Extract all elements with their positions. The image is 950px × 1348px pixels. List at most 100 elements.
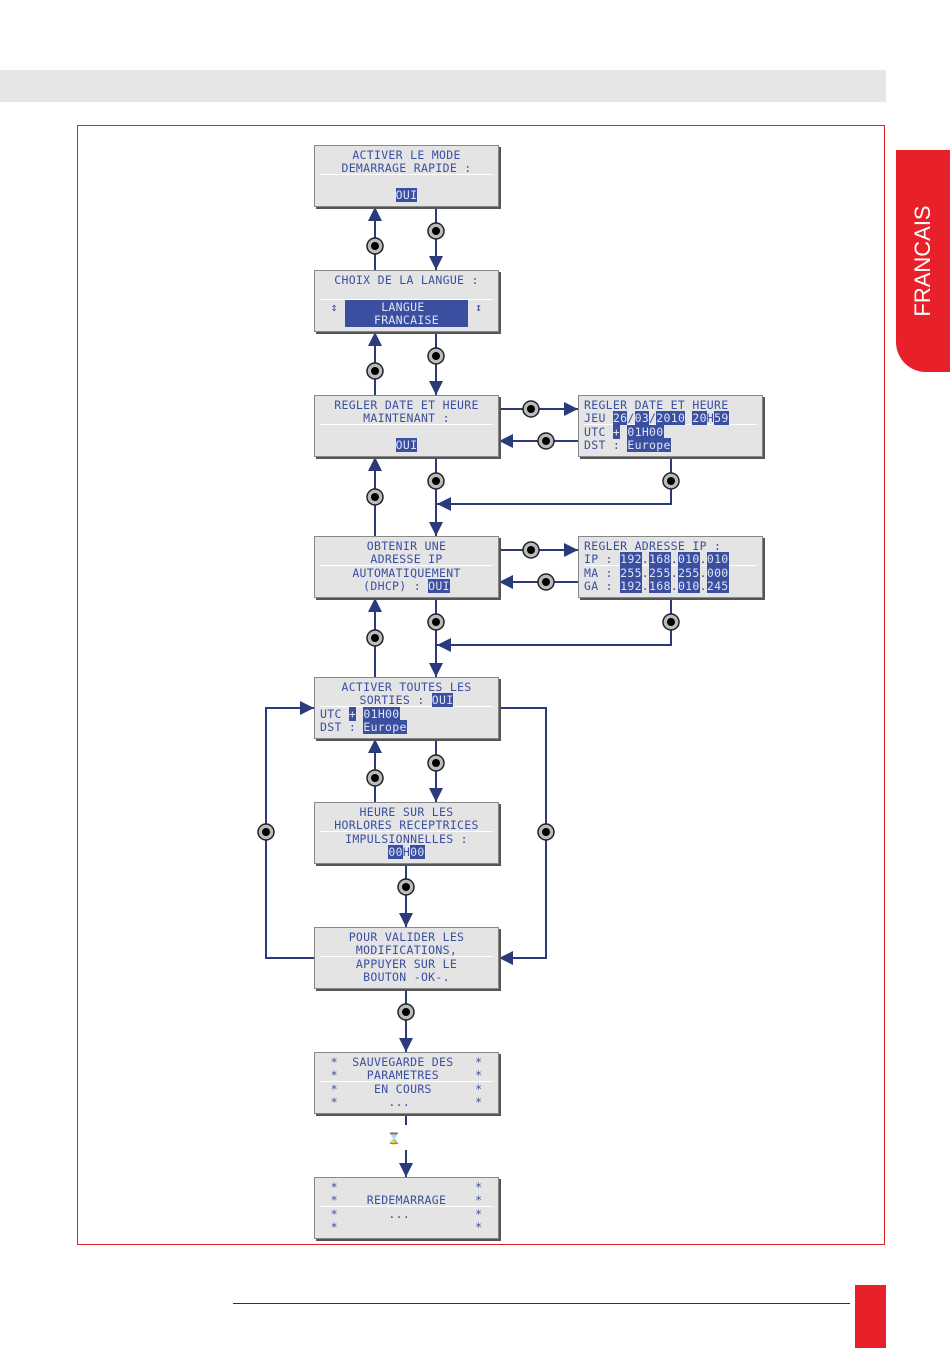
lcd-line: IP : 192.168.010.010 bbox=[584, 551, 757, 566]
lcd-line: DEMARRAGE RAPIDE : bbox=[320, 161, 493, 175]
button-press-dot bbox=[371, 367, 379, 375]
language-tab: FRANCAIS bbox=[896, 150, 950, 372]
arrowhead bbox=[437, 638, 451, 652]
lcd-text: . bbox=[641, 566, 650, 580]
button-press-dot bbox=[371, 242, 379, 250]
button-press-dot bbox=[432, 352, 440, 360]
lcd-text: * ... * bbox=[330, 1094, 483, 1109]
lcd-selected-value: 168 bbox=[649, 578, 671, 593]
button-press-dot bbox=[527, 546, 535, 554]
lcd-line: * EN COURS * bbox=[320, 1083, 493, 1096]
lcd-text: * SAUVEGARDE DES * bbox=[330, 1055, 483, 1069]
lcd-selected-value: 192 bbox=[620, 551, 642, 566]
lcd-selected-value: 010 bbox=[677, 551, 700, 566]
lcd-text: . bbox=[641, 551, 650, 566]
lcd-text: (DHCP) : bbox=[363, 578, 429, 593]
header-bar bbox=[0, 70, 886, 102]
lcd-text: . bbox=[641, 578, 650, 593]
arrowhead bbox=[499, 951, 513, 965]
lcd-line: * * bbox=[320, 1181, 493, 1194]
footer-rule bbox=[233, 1303, 850, 1304]
page-marker bbox=[855, 1285, 886, 1348]
connector-line bbox=[436, 598, 672, 646]
lcd-line: POUR VALIDER LES bbox=[320, 931, 493, 944]
button-press-dot bbox=[527, 405, 535, 413]
button-press-dot bbox=[402, 1008, 410, 1016]
arrowhead bbox=[300, 701, 314, 715]
lcd-line: OUI bbox=[320, 187, 493, 202]
lcd-text: . bbox=[699, 551, 707, 566]
lcd-text: AUTOMATIQUEMENT bbox=[352, 566, 461, 580]
lcd-text: MAINTENANT : bbox=[363, 410, 450, 425]
lcd-text: JEU bbox=[584, 410, 613, 425]
lcd-line: HEURE SUR LES bbox=[320, 806, 493, 819]
lcd-screen-restart: * ** REDEMARRAGE ** ... ** * bbox=[314, 1177, 499, 1239]
lcd-selected-value: 26 bbox=[612, 410, 628, 425]
lcd-text: * REDEMARRAGE * bbox=[330, 1192, 483, 1207]
lcd-line: * ... * bbox=[320, 1208, 493, 1221]
lcd-line bbox=[320, 426, 493, 439]
arrowhead bbox=[399, 913, 413, 927]
button-press-dot bbox=[432, 227, 440, 235]
lcd-text: BOUTON -OK-. bbox=[363, 969, 450, 984]
lcd-line: UTC + 01H00 bbox=[320, 707, 493, 721]
lcd-selected-value: 010 bbox=[706, 551, 729, 566]
lcd-line: * * bbox=[320, 1219, 493, 1234]
lcd-text: REGLER DATE ET HEURE bbox=[584, 398, 729, 412]
lcd-text: * * bbox=[330, 1180, 483, 1194]
lcd-line: IMPULSIONNELLES : bbox=[320, 833, 493, 846]
arrowhead bbox=[564, 543, 578, 557]
lcd-text: H bbox=[706, 410, 715, 425]
button-press-dot bbox=[667, 477, 675, 485]
lcd-line: OUI bbox=[320, 437, 493, 452]
lcd-line: GA : 192.168.010.245 bbox=[584, 578, 757, 593]
lcd-selected-value: + bbox=[348, 707, 357, 721]
arrowhead bbox=[368, 739, 382, 753]
lcd-line bbox=[320, 287, 493, 300]
lcd-selected-value: 168 bbox=[649, 551, 671, 566]
lcd-selected-value: 20 bbox=[692, 410, 707, 425]
lcd-line: * SAUVEGARDE DES * bbox=[320, 1056, 493, 1069]
arrowhead bbox=[429, 788, 443, 802]
lcd-text: . bbox=[670, 578, 678, 593]
lcd-line bbox=[320, 176, 493, 189]
arrowhead bbox=[399, 1038, 413, 1052]
lcd-selected-value: 192 bbox=[620, 578, 642, 593]
arrowhead bbox=[368, 457, 382, 471]
lcd-text: HORLORES RECEPTRICES bbox=[334, 817, 479, 832]
lcd-text: * EN COURS * bbox=[330, 1082, 483, 1096]
lcd-selected-value: 255 bbox=[620, 566, 642, 580]
lcd-selected-value: 01H00 bbox=[363, 707, 400, 721]
lcd-text: ↕ bbox=[467, 300, 483, 314]
button-press-dot bbox=[667, 618, 675, 626]
lcd-line: ACTIVER TOUTES LES bbox=[320, 681, 493, 694]
lcd-selected-value: OUI bbox=[431, 692, 454, 707]
lcd-line: * PARAMETRES * bbox=[320, 1068, 493, 1082]
lcd-text: / bbox=[627, 410, 635, 425]
lcd-text: POUR VALIDER LES bbox=[348, 930, 465, 944]
lcd-selected-value: 59 bbox=[714, 410, 729, 425]
button-press-dot bbox=[371, 634, 379, 642]
lcd-text: . bbox=[670, 551, 678, 566]
button-press-dot bbox=[542, 437, 550, 445]
lcd-text: HEURE SUR LES bbox=[359, 805, 454, 819]
lcd-text: APPUYER SUR LE bbox=[355, 957, 458, 971]
arrowhead bbox=[437, 497, 451, 511]
lcd-selected-value: OUI bbox=[395, 187, 418, 202]
button-press-dot bbox=[542, 828, 550, 836]
button-press-dot bbox=[371, 774, 379, 782]
lcd-line: REGLER DATE ET HEURE bbox=[320, 399, 493, 412]
button-press-dot bbox=[402, 883, 410, 891]
lcd-text: UTC bbox=[584, 425, 613, 439]
arrowhead bbox=[429, 381, 443, 395]
arrowhead bbox=[368, 332, 382, 346]
lcd-text: * * bbox=[330, 1219, 483, 1234]
lcd-text: IMPULSIONNELLES : bbox=[345, 832, 468, 846]
lcd-line: BOUTON -OK-. bbox=[320, 969, 493, 984]
lcd-text: ADRESSE IP bbox=[370, 551, 443, 566]
lcd-text: ACTIVER TOUTES LES bbox=[341, 680, 472, 694]
